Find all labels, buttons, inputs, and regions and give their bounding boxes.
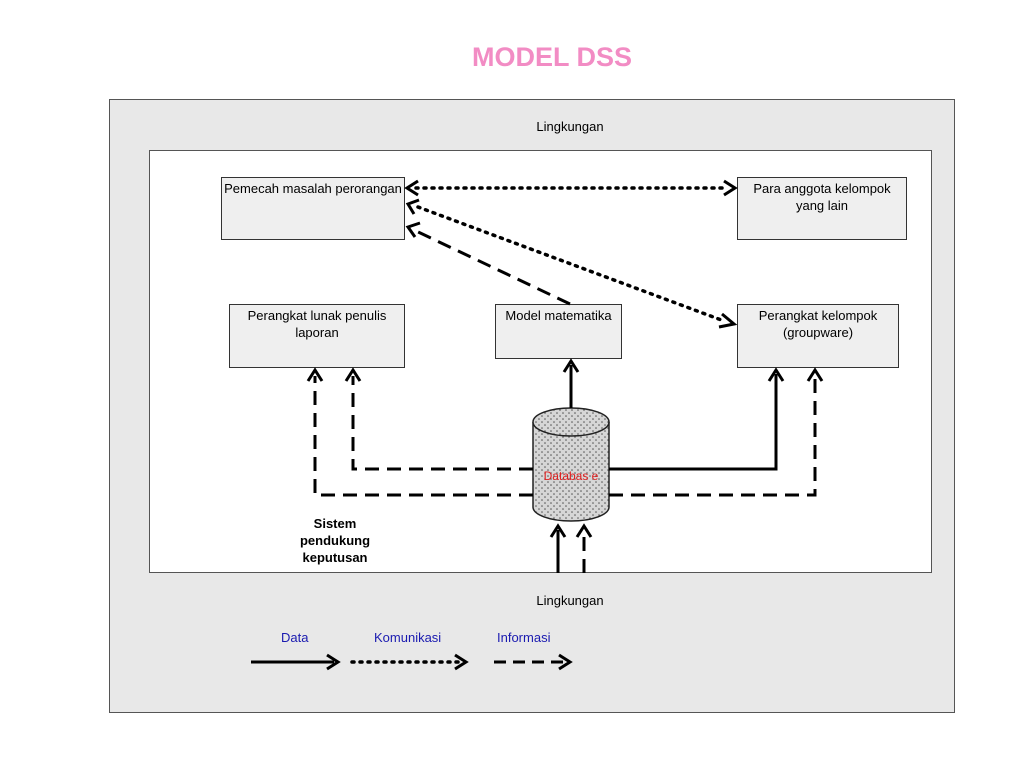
information-arrow-database-groupware — [609, 367, 824, 497]
communication-arrow-individual-groupware — [405, 198, 738, 329]
data-arrow-database-groupware — [609, 367, 785, 471]
legend-communication-label: Komunikasi — [374, 630, 442, 645]
data-arrow-database-model — [562, 358, 580, 408]
math-model-box: Model matematika — [495, 304, 622, 359]
other-group-members-box: Para anggota kelompok yang lain — [737, 177, 907, 240]
individual-problem-solver-box: Pemecah masalah perorangan — [221, 177, 405, 240]
environment-label-top: Lingkungan — [536, 119, 604, 134]
database-cylinder — [532, 407, 610, 522]
communication-arrow-individual-members — [404, 179, 738, 197]
environment-label-bottom: Lingkungan — [536, 593, 604, 608]
dss-system-label: Sistem pendukung keputusan — [299, 516, 371, 565]
groupware-box: Perangkat kelompok (groupware) — [737, 304, 899, 368]
database-label: Databas e — [543, 469, 599, 483]
report-writer-software-box: Perangkat lunak penulis laporan — [229, 304, 405, 368]
data-arrow-environment-database — [549, 523, 567, 573]
information-arrow-environment-database — [575, 523, 593, 573]
legend-information-line — [494, 653, 573, 671]
information-arrow-model-individual — [405, 221, 571, 306]
page-title: MODEL DSS — [471, 42, 633, 72]
information-arrow-database-report-outer — [306, 367, 533, 497]
legend-data-line — [251, 653, 341, 671]
legend-information-label: Informasi — [497, 630, 551, 645]
information-arrow-database-report-inner — [344, 367, 533, 471]
legend-communication-line — [350, 653, 469, 671]
legend-data-label: Data — [281, 630, 309, 645]
